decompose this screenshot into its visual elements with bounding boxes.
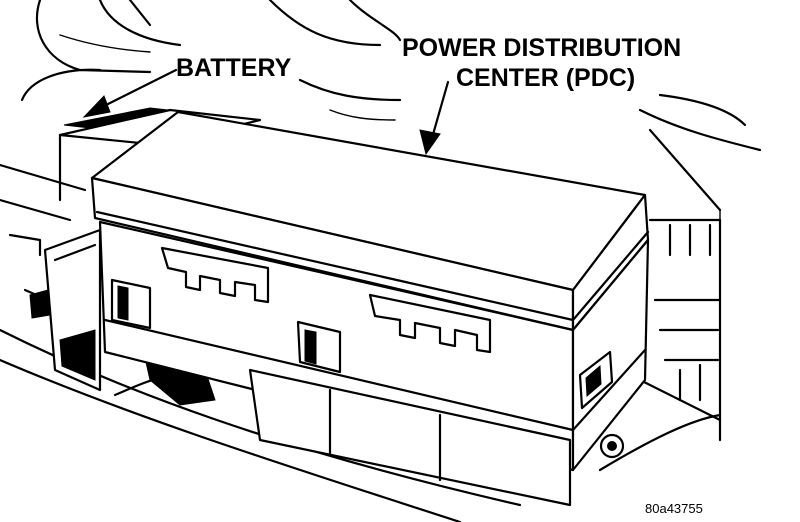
figure-id: 80a43755 — [645, 501, 703, 516]
battery-label: BATTERY — [176, 54, 292, 82]
pdc-box — [90, 110, 650, 507]
pdc-label-line2: CENTER (PDC) — [456, 64, 635, 92]
battery-arrow — [82, 68, 178, 118]
pdc-arrow — [419, 80, 450, 156]
pdc-label-line1: POWER DISTRIBUTION — [402, 34, 681, 62]
engine-bay-background — [0, 0, 762, 522]
